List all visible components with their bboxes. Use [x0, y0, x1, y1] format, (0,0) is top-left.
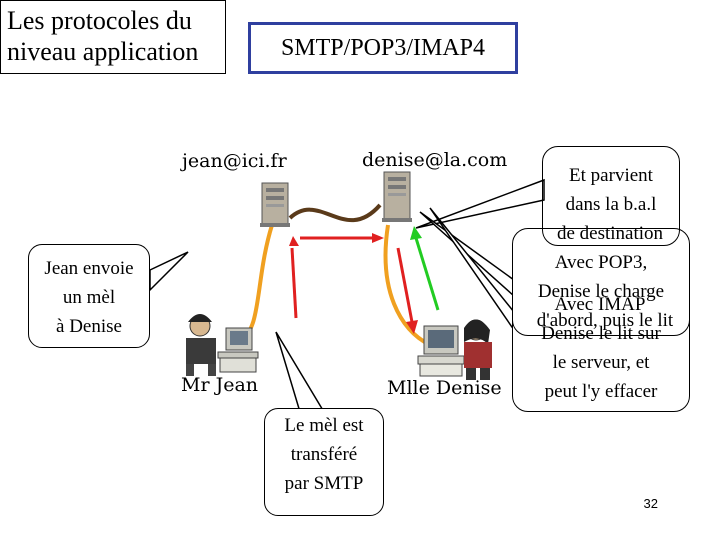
imap-line-3: le serveur, et: [552, 352, 650, 373]
receiver-server-icon: [382, 171, 412, 222]
imap-line-4: peut l'y effacer: [544, 381, 658, 402]
smtp-bubble-tail: [275, 331, 326, 413]
imap-line-2: Denise le lit sur: [541, 323, 661, 344]
title-line-2: niveau application: [7, 37, 199, 66]
imap-bubble-tail: [429, 207, 515, 333]
arrives-line-1: Et parvient: [569, 165, 653, 186]
title-line-1: Les protocoles du: [7, 6, 192, 35]
arrives-line-2: dans la b.a.l: [565, 194, 657, 215]
green-arrow-retrieve: [410, 226, 440, 311]
callout-jean-line-3: à Denise: [56, 316, 122, 337]
callout-smtp-line-1: Le mèl est: [284, 415, 364, 436]
arrives-line-3: de destination: [556, 223, 664, 244]
red-arrow-sender: [300, 233, 384, 243]
sender-user-label: Mr Jean: [181, 374, 259, 396]
receiver-user-label: Mlle Denise: [387, 377, 502, 399]
arrives-bubble-tail: [415, 178, 545, 229]
callout-jean-line-1: Jean envoie: [44, 258, 134, 279]
receiver-user-icon: [417, 319, 492, 380]
jean-bubble-tail: [149, 251, 189, 292]
red-arrow-delivery: [396, 247, 418, 334]
sender-server-icon: [260, 182, 290, 227]
network-cable: [288, 203, 382, 223]
pop3-line-3: d'abord, puis le lit: [536, 310, 674, 331]
callout-arrives: [542, 146, 680, 246]
slide-title: Les protocoles du niveau application: [0, 0, 226, 74]
callout-smtp-line-3: par SMTP: [284, 473, 364, 494]
red-arrow-smtp: [289, 236, 299, 319]
callout-smtp: Le mèl est transféré par SMTP: [264, 408, 384, 516]
pop3-line-1: Avec POP3,: [554, 252, 648, 273]
receiver-cable: [383, 224, 431, 347]
callout-jean-sends: Jean envoie un mèl à Denise: [28, 244, 150, 348]
pop3-line-2: Denise le charge: [537, 281, 665, 302]
callout-smtp-line-2: transféré: [290, 444, 358, 465]
page-number: 32: [643, 496, 658, 511]
imap-line-1: Avec IMAP: [554, 294, 646, 315]
callout-jean-line-2: un mèl: [62, 287, 116, 308]
receiver-address-label: denise@la.com: [362, 149, 508, 171]
sender-address-label: jean@ici.fr: [182, 150, 287, 172]
sender-cable: [238, 224, 274, 342]
sender-user-icon: [186, 314, 259, 376]
protocol-box: SMTP/POP3/IMAP4: [248, 22, 518, 74]
callout-pop3: [512, 228, 690, 336]
